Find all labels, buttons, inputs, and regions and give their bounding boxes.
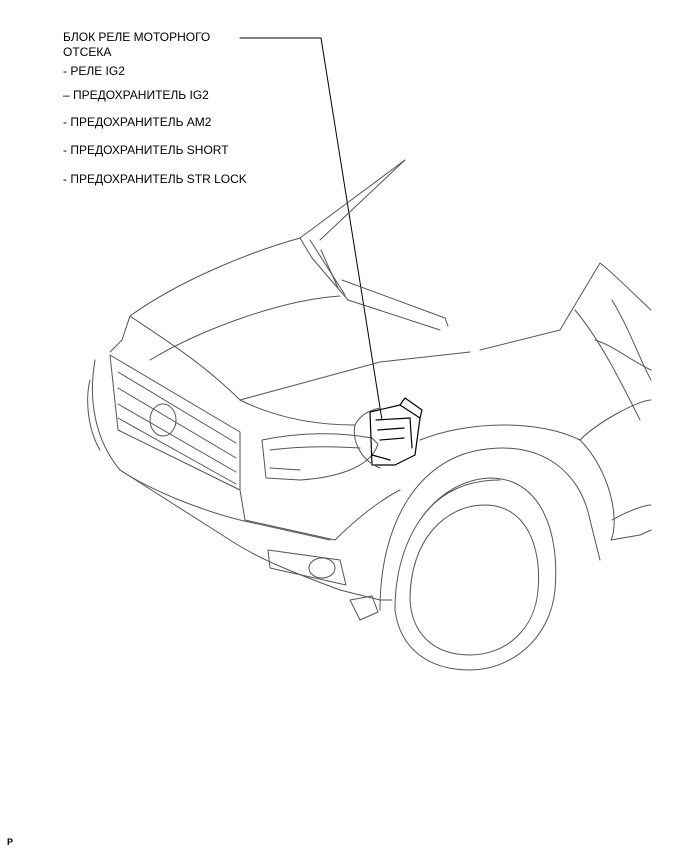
front-fender [419,424,615,541]
page-marker: P [7,837,14,847]
callout-label-block: БЛОК РЕЛЕ МОТОРНОГО ОТСЕКА [63,30,263,60]
windshield-frame [299,159,441,331]
fog-light [267,549,347,586]
callout-title-line1: БЛОК РЕЛЕ МОТОРНОГО [63,30,211,44]
engine-room-relay-block [369,397,423,466]
callout-item-am2-fuse: - ПРЕДОХРАНИТЕЛЬ AM2 [63,115,212,129]
mud-flap [349,595,379,621]
callout-leader-line [239,37,383,421]
callout-item-ig2-relay: - РЕЛЕ IG2 [63,64,125,78]
callout-item-str-lock-fuse: - ПРЕДОХРАНИТЕЛЬ STR LOCK [63,172,247,186]
callout-item-short-fuse: - ПРЕДОХРАНИТЕЛЬ SHORT [63,143,229,157]
front-bumper [91,359,381,601]
callout-title-line2: ОТСЕКА [63,45,112,59]
headlamp [261,433,379,481]
callout-item-ig2-fuse: – ПРЕДОХРАНИТЕЛЬ IG2 [63,88,209,102]
a-pillar [479,262,601,351]
hood-outline [109,237,301,353]
front-wheel [394,477,557,671]
wheel-arch [379,447,601,611]
front-grille [109,354,241,491]
